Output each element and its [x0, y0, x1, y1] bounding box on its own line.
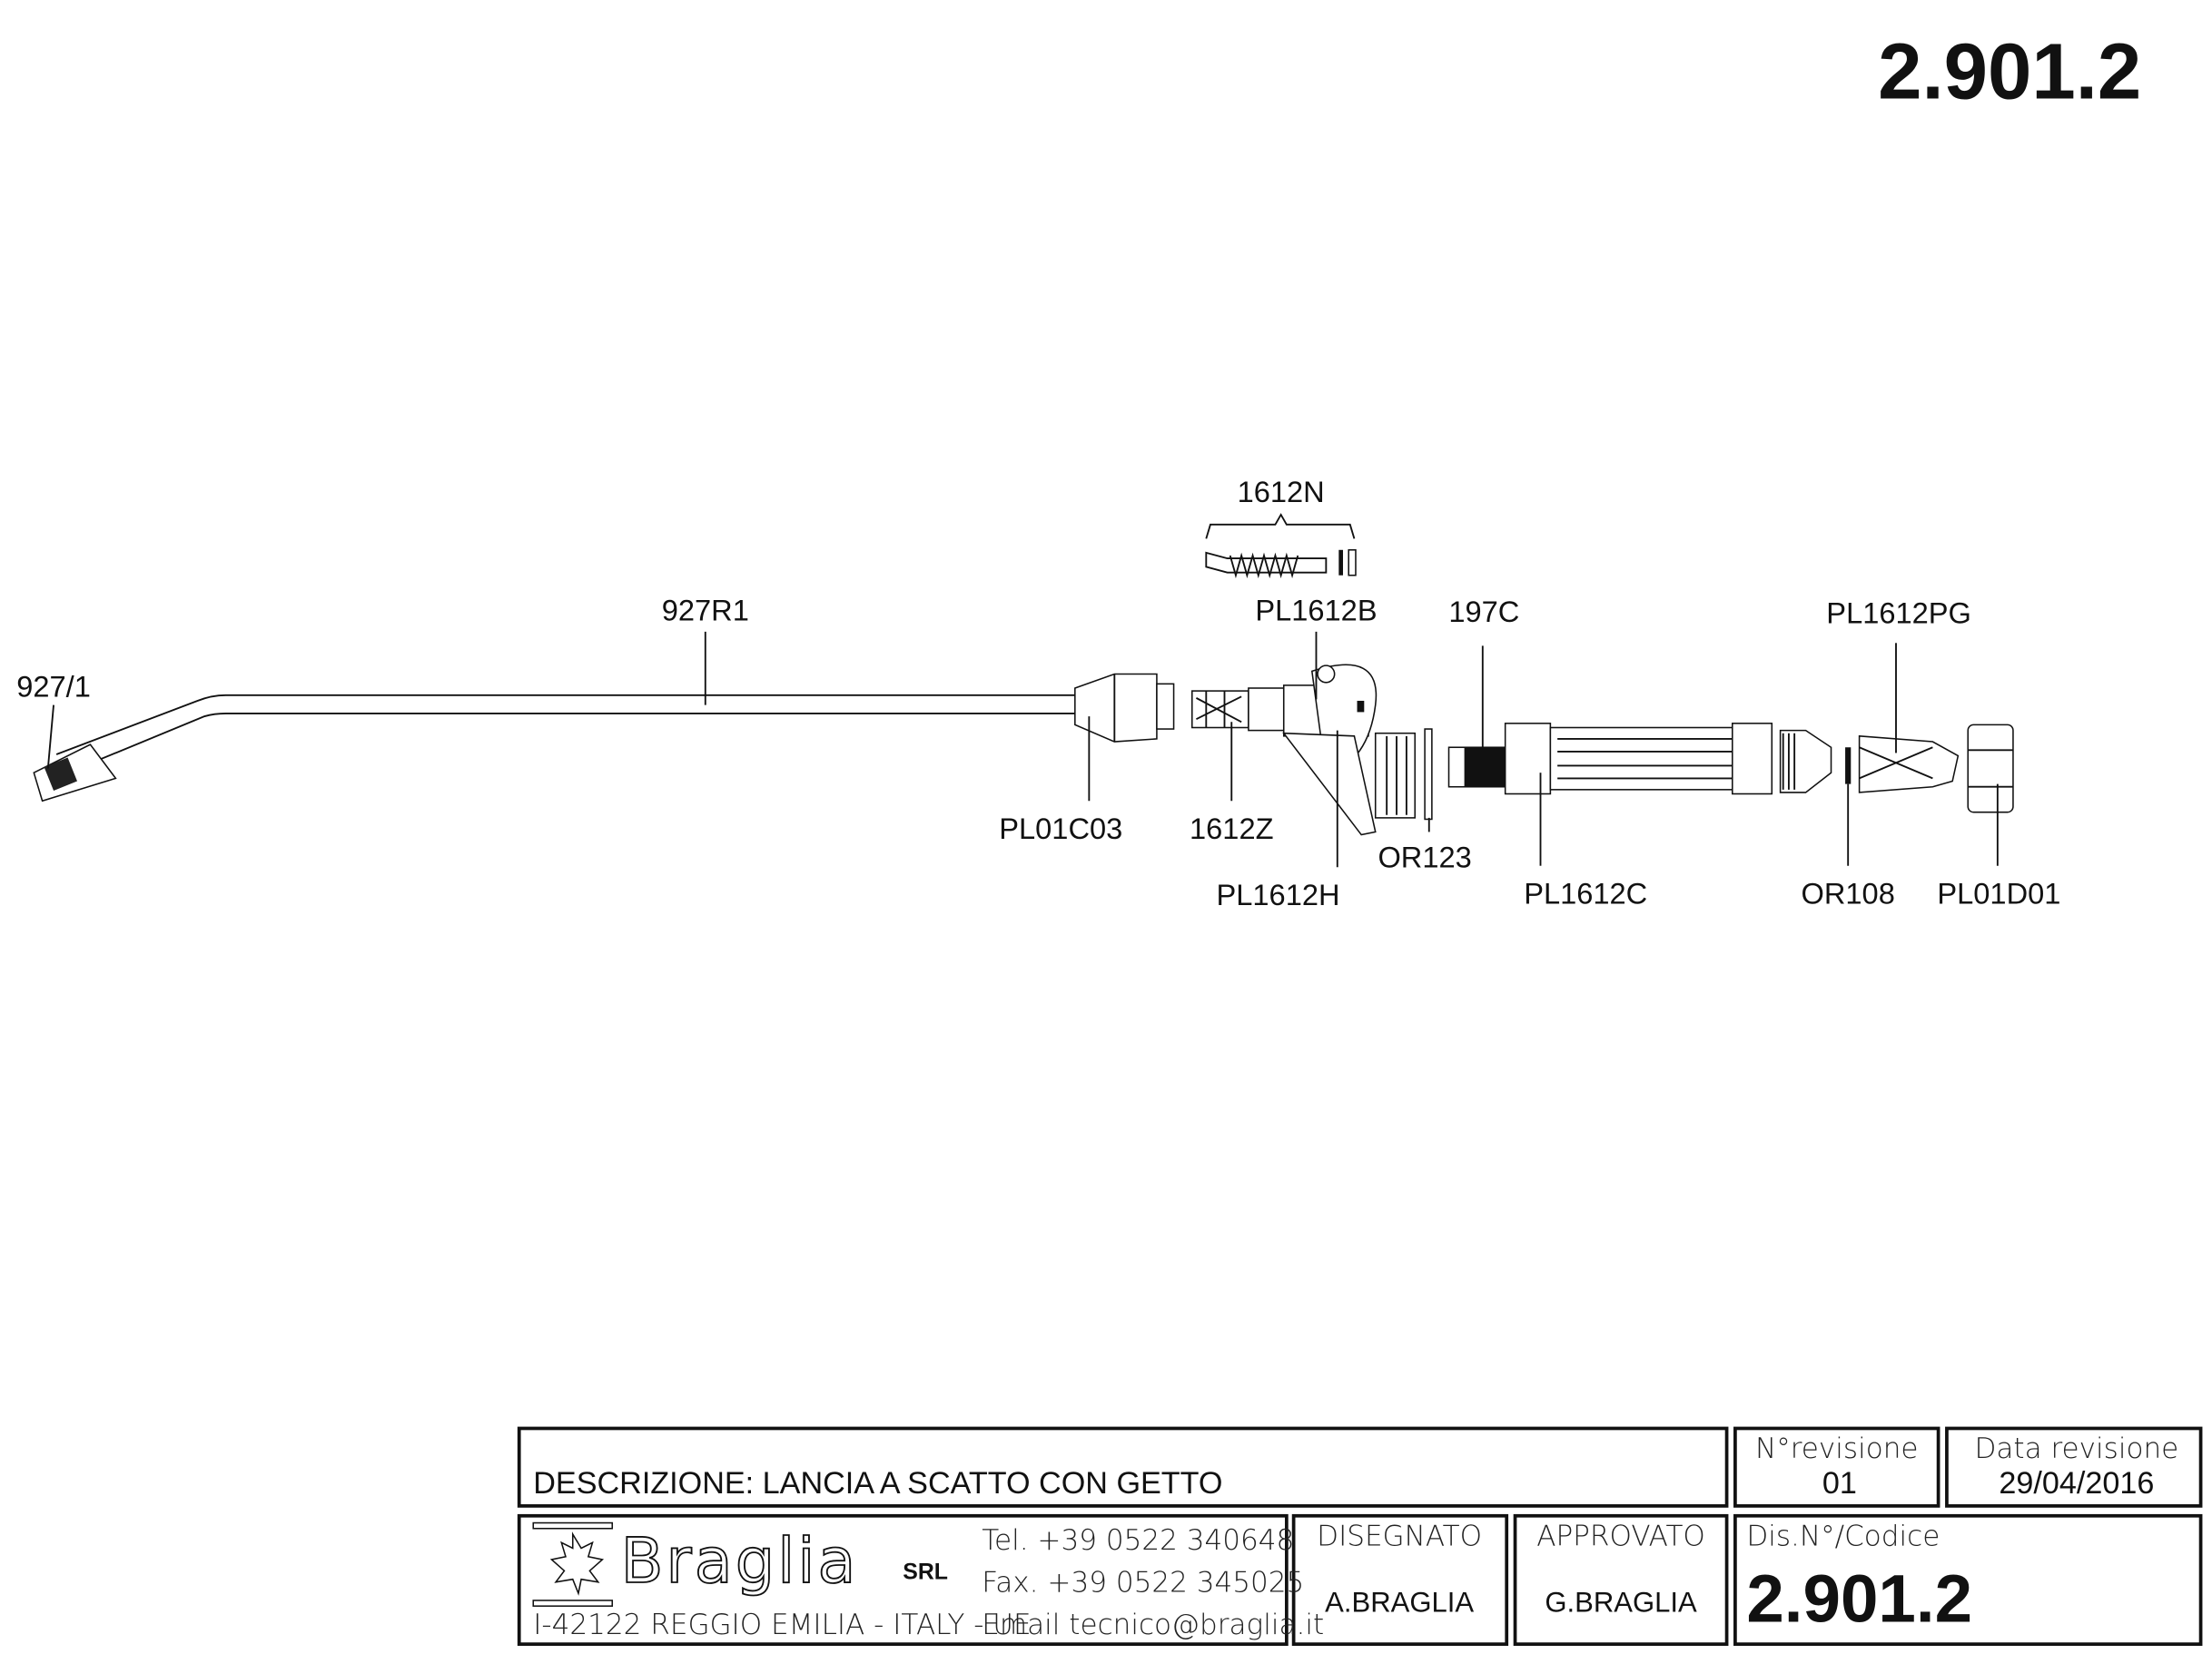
body-PL1612H — [1282, 664, 1417, 836]
label-PL1612B: PL1612B — [1255, 593, 1377, 626]
handle-PL1612C — [1504, 723, 1773, 795]
bracket-1612N — [1205, 513, 1356, 539]
label-PL1612C: PL1612C — [1524, 877, 1647, 911]
company-suffix: SRL — [903, 1560, 948, 1585]
title-block: DESCRIZIONE: LANCIA A SCATTO CON GETTO N… — [517, 1426, 2203, 1646]
description: DESCRIZIONE: LANCIA A SCATTO CON GETTO — [533, 1466, 1222, 1501]
label-PL01C03: PL01C03 — [999, 812, 1122, 845]
label-1612N: 1612N — [1238, 475, 1325, 508]
connector-1612Z — [1190, 687, 1285, 732]
nut-PL01D01 — [1967, 724, 2014, 813]
approved-by: G.BRAGLIA — [1545, 1586, 1697, 1618]
label-PL1612PG: PL1612PG — [1826, 596, 1971, 630]
nozzle-927-1 — [33, 743, 117, 802]
label-1612Z: 1612Z — [1190, 812, 1273, 845]
company-tel: Tel. +39 0522 340648 — [982, 1524, 1294, 1557]
code-value: 2.901.2 — [1746, 1560, 1972, 1636]
company-email: Email tecnico@braglia.it — [982, 1609, 1324, 1641]
lance-tube-927R1 — [55, 694, 1080, 774]
revision-label: N°revisione — [1755, 1432, 1919, 1465]
label-927-1: 927/1 — [16, 669, 91, 703]
company-fax: Fax. +39 0522 345025 — [982, 1567, 1304, 1600]
label-PL01D01: PL01D01 — [1937, 877, 2060, 911]
company-address: I-42122 REGGIO EMILIA - ITALY - UE — [533, 1609, 1031, 1641]
revision-date-value: 29/04/2016 — [1999, 1466, 2154, 1501]
label-OR123: OR123 — [1378, 840, 1471, 873]
nut-PL01C03 — [1074, 673, 1175, 743]
approved-label: APPROVATO — [1536, 1520, 1705, 1552]
leader-lines — [46, 631, 1999, 868]
label-197C: 197C — [1448, 595, 1519, 628]
revision-date-label: Data revisione — [1974, 1432, 2178, 1465]
drawn-label: DISEGNATO — [1317, 1520, 1482, 1552]
label-OR108: OR108 — [1802, 877, 1895, 911]
company-logo-text: Braglia — [621, 1526, 859, 1598]
code-label: Dis.N°/Codice — [1746, 1520, 1940, 1552]
maple-leaf-icon — [549, 1531, 605, 1596]
drawing-number-header: 2.901.2 — [1878, 28, 2141, 116]
oring-OR123 — [1424, 728, 1433, 821]
braglia-logo: Braglia SRL — [532, 1521, 948, 1607]
drawn-by: A.BRAGLIA — [1325, 1586, 1474, 1618]
revision-value: 01 — [1822, 1466, 1857, 1501]
label-PL1612H: PL1612H — [1217, 878, 1340, 911]
label-927R1: 927R1 — [662, 593, 749, 626]
oring-OR108 — [1845, 747, 1852, 784]
spring-pin-1612N — [1205, 549, 1357, 579]
fitting-PL1612PG — [1779, 729, 1960, 793]
